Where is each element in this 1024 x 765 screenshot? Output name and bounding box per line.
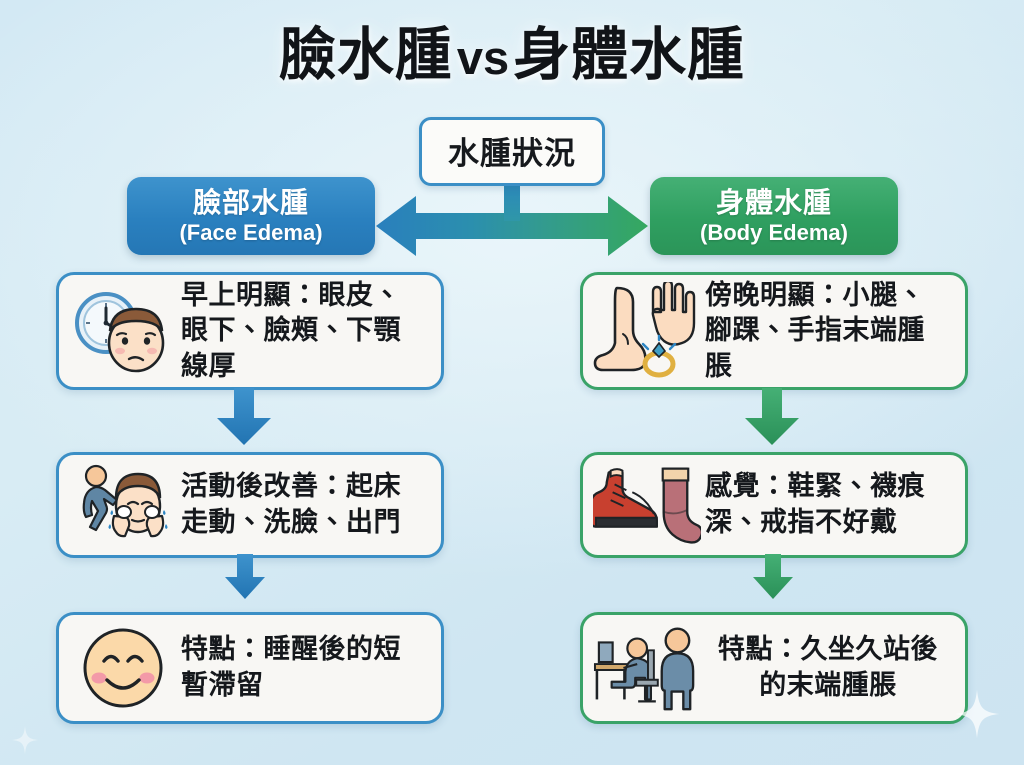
sparkle-icon	[12, 726, 38, 754]
body-card-2-icons	[593, 463, 701, 547]
body-card-3[interactable]: 特點：久坐久站後的末端腫脹	[580, 612, 968, 724]
face-connector-arrow-2	[222, 554, 268, 600]
page-title-right: 身體水腫	[513, 23, 746, 87]
body-card-2-text: 感覺：鞋緊、襪痕深、戒指不好戴	[705, 471, 925, 537]
washing-face-icon	[108, 472, 168, 538]
center-node: 水腫狀況	[419, 117, 605, 186]
body-connector-arrow-1	[742, 388, 802, 446]
page-title-vs: vs	[456, 31, 510, 84]
column-header-face-cn: 臉部水腫	[192, 187, 309, 219]
standing-person-icon	[660, 627, 695, 711]
column-header-face[interactable]: 臉部水腫 (Face Edema)	[127, 177, 375, 255]
body-card-1-icons	[593, 282, 701, 379]
sock-icon	[661, 467, 701, 544]
face-card-1-icons	[69, 283, 177, 379]
shoe-icon	[593, 468, 658, 528]
body-card-1[interactable]: 傍晚明顯：小腿、腳踝、手指末端腫脹	[580, 272, 968, 390]
face-connector-arrow-1	[214, 388, 274, 446]
body-connector-arrow-2	[750, 554, 796, 600]
face-card-2-text: 活動後改善：起床走動、洗臉、出門	[181, 471, 401, 537]
column-header-body[interactable]: 身體水腫 (Body Edema)	[650, 177, 898, 255]
page-title-left: 臉水腫	[278, 23, 453, 87]
face-card-3-text: 特點：睡醒後的短暫滯留	[181, 634, 401, 700]
body-card-1-text: 傍晚明顯：小腿、腳踝、手指末端腫脹	[705, 279, 925, 381]
page-title: 臉水腫vs身體水腫	[0, 24, 1024, 87]
smiling-face-icon	[83, 628, 163, 708]
foot-icon	[593, 286, 647, 372]
puffy-face-icon	[107, 307, 165, 373]
face-card-2-icons	[69, 463, 177, 547]
face-card-3-icons	[69, 623, 177, 713]
center-node-label: 水腫狀況	[448, 136, 576, 171]
sitting-person-icon	[610, 637, 659, 703]
ring-icon	[641, 334, 677, 378]
body-card-3-text: 特點：久坐久站後的末端腫脹	[718, 634, 938, 700]
column-header-body-cn: 身體水腫	[715, 187, 832, 219]
double-headed-arrow-icon	[376, 188, 648, 264]
face-card-1[interactable]: 早上明顯：眼皮、眼下、臉頰、下顎線厚	[56, 272, 444, 390]
face-card-3[interactable]: 特點：睡醒後的短暫滯留	[56, 612, 444, 724]
face-card-2[interactable]: 活動後改善：起床走動、洗臉、出門	[56, 452, 444, 558]
face-card-1-text: 早上明顯：眼皮、眼下、臉頰、下顎線厚	[181, 279, 401, 381]
body-card-3-icons	[593, 623, 701, 713]
body-card-2[interactable]: 感覺：鞋緊、襪痕深、戒指不好戴	[580, 452, 968, 558]
hand-icon	[651, 282, 696, 346]
walking-person-icon	[82, 464, 119, 532]
column-header-face-en: (Face Edema)	[179, 219, 323, 245]
desk-icon	[593, 641, 630, 700]
column-header-body-en: (Body Edema)	[700, 219, 848, 245]
